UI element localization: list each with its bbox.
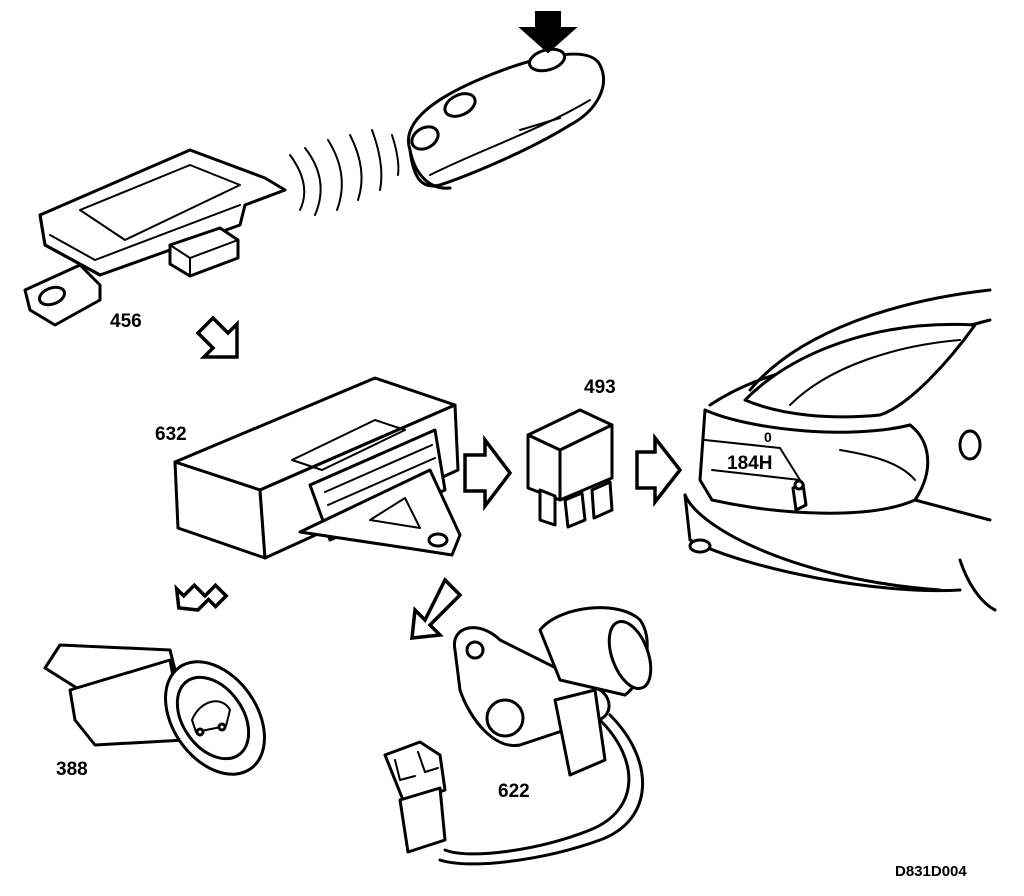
flow-arrow-icon (463, 434, 513, 512)
radio-waves (289, 129, 400, 216)
label-456: 456 (110, 311, 142, 332)
drawing-reference: D831D004 (895, 863, 967, 880)
lock-sensor-622 (383, 606, 653, 866)
label-388: 388 (56, 759, 88, 780)
flow-arrow-icon (410, 577, 463, 640)
label-493: 493 (584, 377, 616, 398)
control-module-632 (173, 376, 462, 560)
label-632: 632 (155, 424, 187, 445)
flow-arrow-icon (174, 582, 229, 612)
label-184h: 184H (727, 453, 772, 474)
remote-key-fob (407, 11, 605, 190)
flow-arrow-icon (195, 315, 239, 359)
press-arrow-icon (518, 11, 578, 54)
label-622: 622 (498, 781, 530, 802)
boot-switch-388 (43, 643, 266, 776)
relay-493 (526, 408, 614, 529)
remote-receiver-456 (23, 148, 287, 327)
svg-text:0: 0 (764, 429, 772, 445)
flow-arrow-icon (635, 432, 683, 508)
car-rear-184h: 0 (683, 288, 997, 612)
